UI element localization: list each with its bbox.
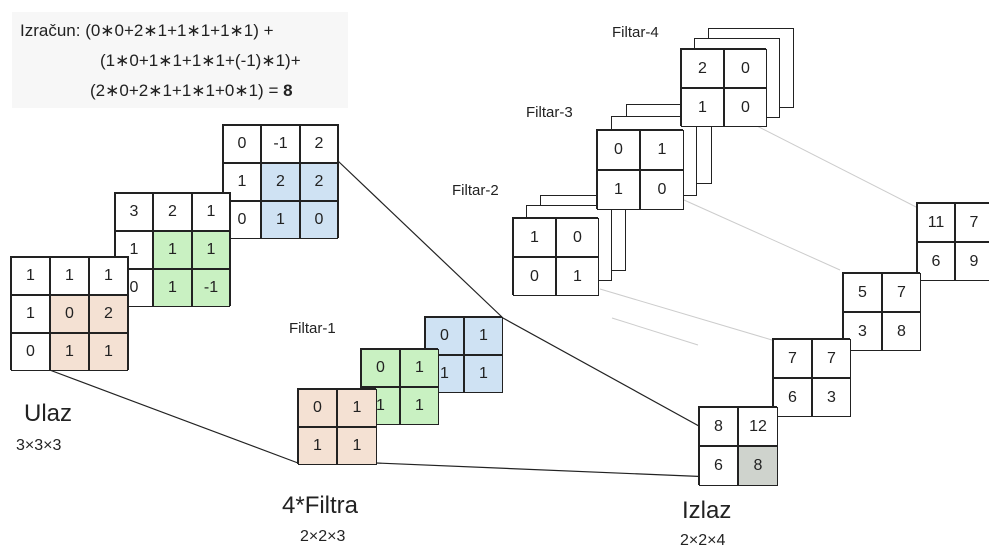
input-channel-front: 1 1 1 1 0 2 0 1 1: [10, 256, 129, 371]
input-back-cell: 0: [223, 125, 261, 163]
filter-3-front: 0 1 1 0: [596, 129, 684, 210]
output-4-cell: 9: [955, 242, 989, 281]
filter-1-front-cell: 1: [298, 427, 337, 465]
filter-1-back-cell: 1: [464, 355, 503, 393]
output-4-cell: 11: [917, 203, 955, 242]
output-3-cell: 5: [843, 273, 882, 312]
calc-line-1: Izračun: (0∗0+2∗1+1∗1+1∗1) +: [20, 21, 274, 40]
output-4-cell: 6: [917, 242, 955, 281]
filters-dims: 2×2×3: [300, 528, 346, 545]
filter-3-cell: 0: [640, 170, 684, 210]
output-2-cell: 6: [773, 378, 812, 417]
filter-4-cell: 0: [724, 88, 767, 127]
filter-4-front: 2 0 1 0: [680, 48, 767, 127]
output-1-cell: 12: [738, 407, 778, 446]
calc-line-2: (1∗0+1∗1+1∗1+(-1)∗1)+: [100, 51, 301, 70]
input-back-cell: 2: [300, 125, 338, 163]
input-mid-cell: 2: [153, 193, 192, 231]
filter-1-mid-cell: 1: [400, 349, 439, 387]
input-mid-cell: 1: [153, 231, 192, 269]
input-front-cell: 1: [89, 333, 128, 371]
filter-1-front-cell: 1: [337, 427, 377, 465]
output-2-cell: 7: [812, 339, 851, 378]
input-back-cell: 1: [223, 163, 261, 201]
input-front-cell: 1: [89, 257, 128, 295]
output-1-cell: 6: [699, 446, 738, 486]
output-3-cell: 7: [882, 273, 921, 312]
output-map-4: 11 7 6 9: [916, 202, 989, 281]
output-map-3: 5 7 3 8: [842, 272, 921, 351]
filter-1-back-cell: 1: [464, 317, 503, 355]
filter-3-cell: 1: [640, 130, 684, 170]
input-front-cell: 1: [50, 333, 89, 371]
filter-2-cell: 0: [513, 257, 556, 296]
filter-4-cell: 2: [681, 49, 724, 88]
filters-title: 4*Filtra: [282, 492, 359, 519]
output-title: Izlaz: [682, 497, 732, 524]
filter-2-cell: 1: [513, 218, 556, 257]
filter-4-cell: 1: [681, 88, 724, 127]
filter-1-label: Filtar-1: [289, 320, 336, 337]
input-mid-cell: 1: [153, 269, 192, 307]
filter-2-label: Filtar-2: [452, 182, 499, 199]
input-channel-mid: 3 2 1 1 1 1 0 1 -1: [114, 192, 231, 307]
filter-4-cell: 0: [724, 49, 767, 88]
filter-2-cell: 1: [556, 257, 599, 296]
output-2-cell: 7: [773, 339, 812, 378]
input-front-cell: 2: [89, 295, 128, 333]
input-front-cell: 1: [11, 295, 50, 333]
filter-1-mid: 0 1 1 1: [360, 348, 439, 425]
calculation-box: Izračun: (0∗0+2∗1+1∗1+1∗1) + (1∗0+1∗1+1∗…: [12, 12, 348, 108]
input-mid-cell: -1: [192, 269, 230, 307]
calc-result: 8: [283, 81, 293, 100]
input-back-cell: 0: [300, 201, 338, 239]
input-front-cell: 1: [11, 257, 50, 295]
filter-2-cell: 0: [556, 218, 599, 257]
input-mid-cell: 3: [115, 193, 153, 231]
input-mid-cell: 1: [192, 193, 230, 231]
filter-3-label: Filtar-3: [526, 104, 573, 121]
input-dims: 3×3×3: [16, 437, 62, 454]
input-front-cell: 0: [11, 333, 50, 371]
input-channel-back: 0 -1 2 1 2 2 0 1 0: [222, 124, 339, 239]
filter-1-front: 0 1 1 1: [297, 388, 377, 465]
output-map-1: 8 12 6 8: [698, 406, 778, 486]
input-back-cell: 1: [261, 201, 300, 239]
output-map-2: 7 7 6 3: [772, 338, 851, 417]
input-back-cell: -1: [261, 125, 300, 163]
filter-1-mid-cell: 1: [400, 387, 439, 425]
input-back-cell: 2: [261, 163, 300, 201]
filter-2-front: 1 0 0 1: [512, 217, 599, 296]
output-1-cell: 8: [699, 407, 738, 446]
input-back-cell: 2: [300, 163, 338, 201]
output-4-cell: 7: [955, 203, 989, 242]
output-dims: 2×2×4: [680, 532, 726, 549]
filter-1-front-cell: 0: [298, 389, 337, 427]
output-3-cell: 8: [882, 312, 921, 351]
filter-4-label: Filtar-4: [612, 24, 659, 41]
filter-3-cell: 0: [597, 130, 640, 170]
input-title: Ulaz: [24, 400, 73, 427]
calc-line-3: (2∗0+2∗1+1∗1+0∗1) = 8: [90, 81, 293, 100]
input-front-cell: 0: [50, 295, 89, 333]
output-2-cell: 3: [812, 378, 851, 417]
filter-3-cell: 1: [597, 170, 640, 210]
input-mid-cell: 1: [192, 231, 230, 269]
filter-1-mid-cell: 0: [361, 349, 400, 387]
input-front-cell: 1: [50, 257, 89, 295]
output-1-cell: 8: [738, 446, 778, 486]
filter-1-front-cell: 1: [337, 389, 377, 427]
output-3-cell: 3: [843, 312, 882, 351]
